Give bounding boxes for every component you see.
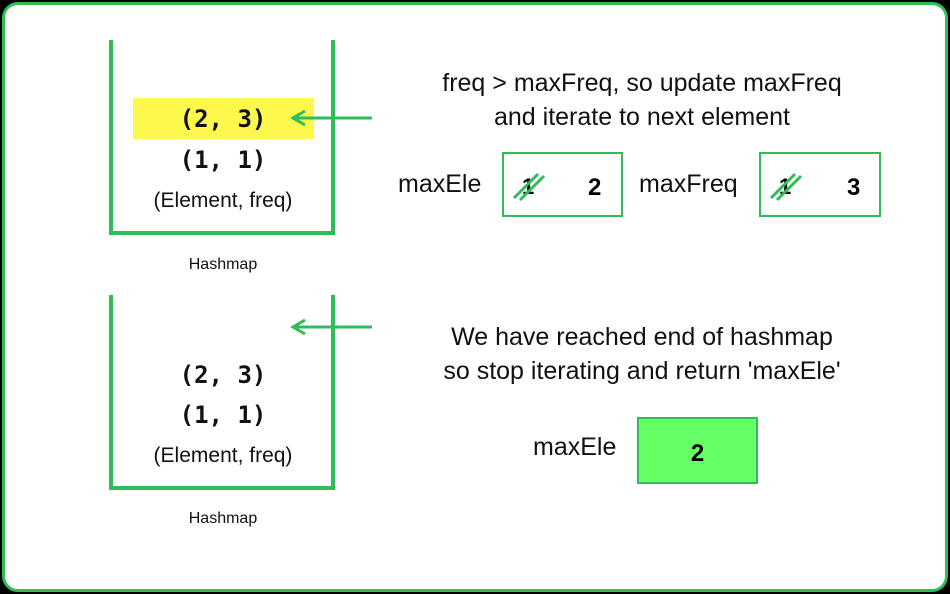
max-ele-box: 1 2 [502,152,623,217]
step1-message-line1: freq > maxFreq, so update maxFreq [442,69,842,97]
hashmap-entry-highlighted: (2, 3) [179,105,267,133]
hashmap-entry: (1, 1) [179,146,267,174]
max-freq-box: 1 3 [759,152,881,217]
hashmap-caption: Hashmap [188,510,258,527]
hashmap-bucket-1 [109,40,335,235]
hashmap-caption: Hashmap [188,256,258,273]
strikethrough-icon [769,172,803,202]
hashmap-entry: (1, 1) [179,401,267,429]
step1-message-line2: and iterate to next element [493,103,791,131]
hashmap-header: (Element, freq) [153,189,293,212]
max-freq-label: maxFreq [639,170,738,198]
arrow-icon [290,318,372,336]
arrow-icon [290,109,372,127]
result-value: 2 [690,440,705,467]
hashmap-entry: (2, 3) [179,361,267,389]
max-ele-label: maxEle [398,170,482,198]
max-freq-new-value: 3 [847,174,861,201]
step2-message-line1: We have reached end of hashmap [451,323,833,351]
result-box: 2 [637,417,758,484]
max-ele-new-value: 2 [588,174,602,201]
result-label: maxEle [533,433,617,461]
strikethrough-icon [512,172,546,202]
hashmap-bucket-2 [109,295,335,490]
step2-message-line2: so stop iterating and return 'maxEle' [443,357,841,385]
highlight-bar [133,98,314,139]
hashmap-header: (Element, freq) [153,444,293,467]
